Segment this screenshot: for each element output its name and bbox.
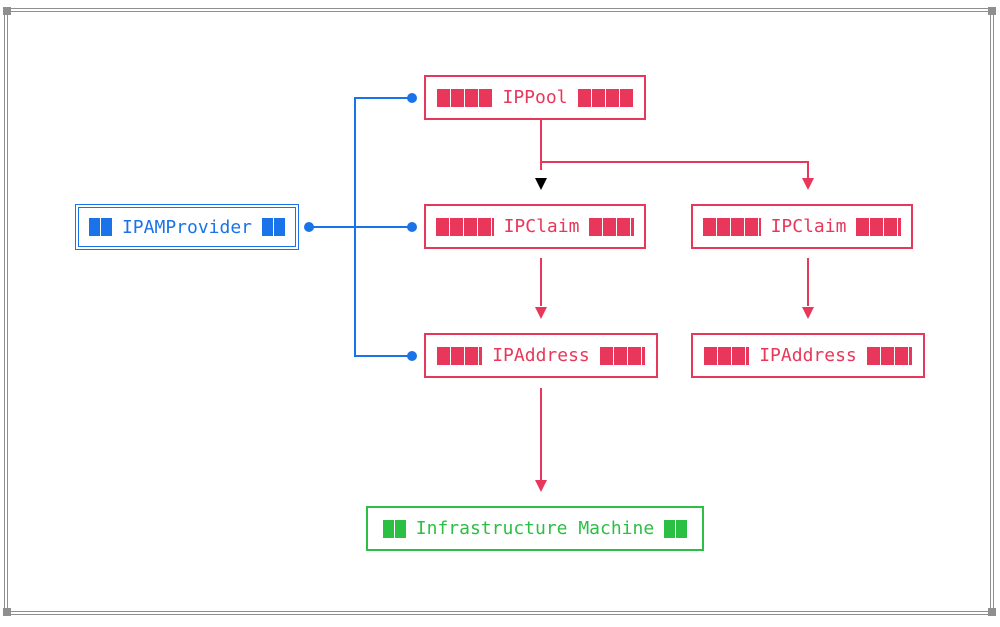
ipclaim-port-dot	[407, 222, 417, 232]
frame-corner	[3, 7, 11, 15]
node-ipaddress: IPAddress	[424, 333, 658, 378]
ippool-port-dot	[407, 93, 417, 103]
provider-bus-connector	[354, 97, 412, 357]
arrowhead-icon	[535, 178, 547, 190]
block-fill-icon	[88, 218, 112, 236]
block-fill-icon	[664, 519, 688, 538]
arrowhead-icon	[535, 480, 547, 492]
node-ipaddress-2: IPAddress	[691, 333, 925, 378]
ipaddress-port-dot	[407, 351, 417, 361]
block-fill-icon	[382, 519, 406, 538]
block-fill-icon	[437, 88, 493, 107]
node-ipam-provider: IPAMProvider	[75, 204, 299, 250]
frame-corner	[988, 7, 996, 15]
block-fill-icon	[589, 217, 635, 236]
block-fill-icon	[437, 346, 483, 365]
node-infrastructure-machine: Infrastructure Machine	[366, 506, 704, 551]
block-fill-icon	[435, 217, 494, 236]
node-label: IPClaim	[503, 216, 580, 237]
block-fill-icon	[599, 346, 645, 365]
node-label: IPPool	[502, 87, 568, 108]
node-label: IPClaim	[770, 216, 847, 237]
node-label: Infrastructure Machine	[415, 518, 655, 539]
block-fill-icon	[704, 346, 750, 365]
node-label: IPAddress	[759, 345, 857, 366]
block-fill-icon	[262, 218, 286, 236]
block-fill-icon	[866, 346, 912, 365]
block-fill-icon	[856, 217, 902, 236]
frame-corner	[988, 608, 996, 616]
node-ipclaim: IPClaim	[424, 204, 646, 249]
block-fill-icon	[577, 88, 633, 107]
node-label: IPAMProvider	[121, 216, 253, 238]
frame-corner	[3, 608, 11, 616]
ippool-to-ipclaim2-connector	[540, 120, 809, 178]
arrowhead-icon	[802, 307, 814, 319]
arrowhead-icon	[802, 178, 814, 190]
arrowhead-icon	[535, 307, 547, 319]
node-ippool: IPPool	[424, 75, 646, 120]
node-ipclaim-2: IPClaim	[691, 204, 913, 249]
diagram-frame	[4, 8, 994, 615]
node-label: IPAddress	[492, 345, 590, 366]
block-fill-icon	[702, 217, 761, 236]
provider-port-dot	[304, 222, 314, 232]
